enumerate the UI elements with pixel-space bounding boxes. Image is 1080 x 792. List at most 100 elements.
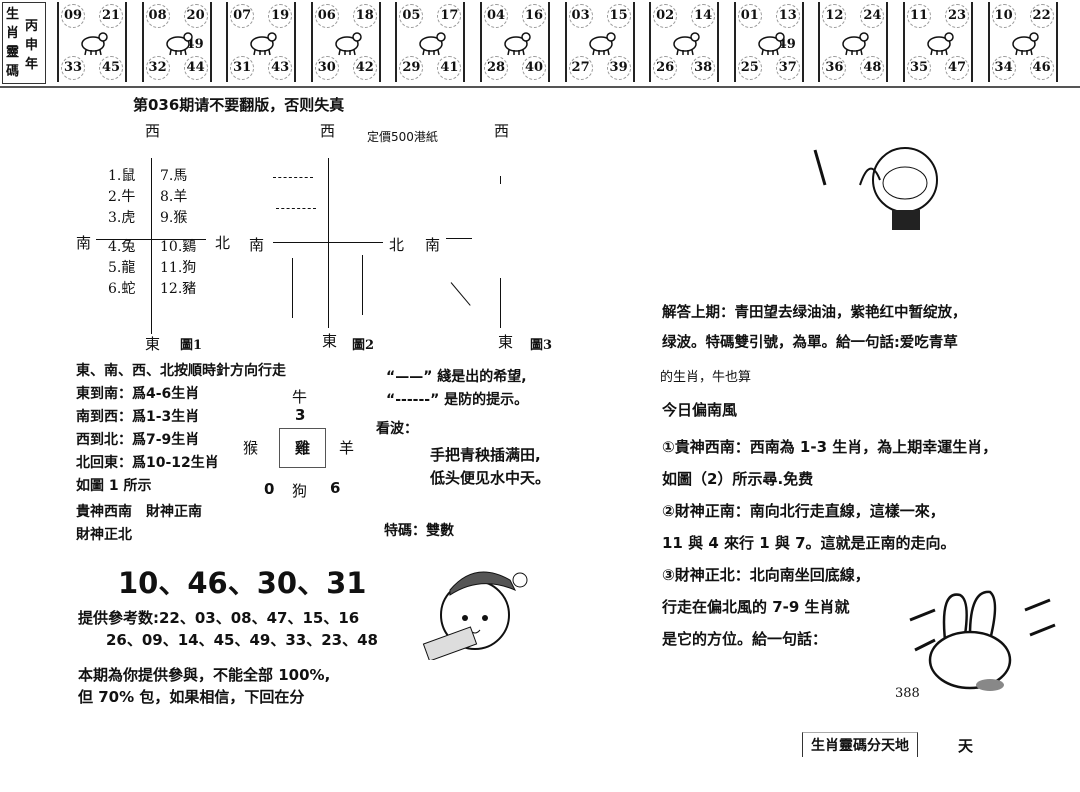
zodiac-number: 47 xyxy=(945,56,969,80)
zodiac-number: 01 xyxy=(737,4,762,28)
zodiac-number: 34 xyxy=(991,56,1016,80)
footer-box: 生肖靈碼分天地 xyxy=(802,732,918,757)
zodiac-number: 26 xyxy=(653,56,678,80)
mini-bottom: 狗 xyxy=(292,482,308,500)
reference-line-2: 26、09、14、45、49、33、23、48 xyxy=(106,631,378,649)
zodiac-number: 02 xyxy=(653,4,678,28)
zodiac-cell-goat: 03 15 27 39 xyxy=(564,2,635,82)
rabbit-icon xyxy=(250,32,277,56)
mini-num-top: 3 xyxy=(295,406,306,424)
zodiac-number: 28 xyxy=(484,56,508,80)
zodiac-number: 19 xyxy=(268,4,293,28)
zodiac-number: 18 xyxy=(352,4,377,28)
west-label: 西 xyxy=(494,122,510,140)
mini-left: 猴 xyxy=(243,439,259,457)
rules-list: 東、南、西、北按順時針方向行走東到南：爲4-6生肖南到西：爲1-3生肖 西到北：… xyxy=(76,363,286,543)
main-numbers: 10、46、30、31 xyxy=(118,566,367,600)
east-label: 東 xyxy=(498,333,514,351)
horse-icon xyxy=(504,32,531,56)
zodiac-number: 07 xyxy=(230,4,255,28)
ox-icon xyxy=(81,32,108,56)
zodiac-number: 39 xyxy=(606,56,631,80)
today-wind: 今日偏南風 xyxy=(662,401,738,419)
zodiac-number: 40 xyxy=(522,56,546,80)
east-label: 東 xyxy=(145,335,161,353)
zodiac-number: 45 xyxy=(99,56,123,80)
previous-answer-tail: 的生肖，牛也算 xyxy=(660,370,752,385)
tiger-icon xyxy=(165,32,193,56)
bear-cartoon-icon xyxy=(422,571,528,660)
zodiac-number: 32 xyxy=(145,56,170,80)
fig2-label: 圖2 xyxy=(352,338,375,353)
zodiac-number: 48 xyxy=(860,56,885,80)
snake-icon xyxy=(419,32,447,56)
south-label: 南 xyxy=(425,236,441,254)
wave-label: 看波： xyxy=(376,421,418,437)
note: 本期為你提供參與，不能全部 100%,但 70% 包，如果相信，下回在分 xyxy=(78,666,331,706)
monkey-cartoon-icon xyxy=(813,147,938,230)
zodiac-cell-dog: 12 24 36 48 xyxy=(818,2,889,82)
west-label: 西 xyxy=(145,122,161,140)
dragon-icon xyxy=(335,32,362,56)
zodiac-number: 41 xyxy=(437,56,462,80)
zodiac-number: 36 xyxy=(822,56,847,80)
poem: 手把青秧插满田,低头便见水中天。 xyxy=(430,446,551,487)
zodiac-number: 30 xyxy=(314,56,339,80)
west-label: 西 xyxy=(320,122,336,140)
page-number: 388 xyxy=(895,686,920,701)
zodiac-number: 08 xyxy=(145,4,170,28)
zodiac-number: 43 xyxy=(268,56,293,80)
zodiac-number: 29 xyxy=(399,56,424,80)
monkey-icon xyxy=(673,32,700,56)
pig-icon xyxy=(927,32,954,56)
zodiac-number: 09 xyxy=(61,4,85,28)
zodiac-number: 38 xyxy=(691,56,716,80)
zodiac-number: 03 xyxy=(568,4,593,28)
zodiac-number: 06 xyxy=(314,4,339,28)
north-label: 北 xyxy=(389,236,405,254)
reference-line-1: 提供參考数:22、03、08、47、15、16 xyxy=(78,609,360,627)
fig1-label: 圖1 xyxy=(180,338,203,353)
dog-icon xyxy=(842,32,870,56)
zodiac-number: 11 xyxy=(907,4,931,28)
special-code: 特碼：雙數 xyxy=(384,523,454,539)
rooster-icon xyxy=(758,32,785,56)
zodiac-number: 10 xyxy=(991,4,1016,28)
zodiac-number: 14 xyxy=(691,4,716,28)
north-label: 北 xyxy=(215,234,231,252)
mini-right: 羊 xyxy=(339,439,355,457)
label-year: 丙申年 xyxy=(25,19,39,72)
zodiac-number: 37 xyxy=(775,56,800,80)
zodiac-number: 15 xyxy=(606,4,631,28)
zodiac-number: 12 xyxy=(822,4,847,28)
zodiac-number: 04 xyxy=(484,4,508,28)
mini-num-right: 6 xyxy=(330,479,341,497)
zodiac-cell-horse: 04 16 28 40 xyxy=(480,2,550,82)
zodiac-number: 24 xyxy=(860,4,885,28)
fig3-label: 圖3 xyxy=(530,338,553,353)
zodiac-number: 13 xyxy=(775,4,800,28)
previous-answer: 解答上期：青田望去绿油油，紫艳红中暂绽放，绿波。特碼雙引號，為單。給一句話:爱吃… xyxy=(662,305,967,351)
zodiac-number: 20 xyxy=(183,4,208,28)
zodiac-number: 16 xyxy=(522,4,546,28)
issue-title: 第036期请不要翻版，否则失真 xyxy=(133,96,345,114)
goat-icon xyxy=(588,32,616,56)
zodiac-number: 44 xyxy=(183,56,208,80)
zodiac-number: 27 xyxy=(568,56,593,80)
zodiac-cell-monkey: 02 14 26 38 xyxy=(649,2,720,82)
zodiac-number: 17 xyxy=(437,4,462,28)
mini-top: 牛 xyxy=(292,388,308,406)
zodiac-number: 35 xyxy=(907,56,931,80)
south-label: 南 xyxy=(249,236,265,254)
east-label: 東 xyxy=(322,332,338,350)
